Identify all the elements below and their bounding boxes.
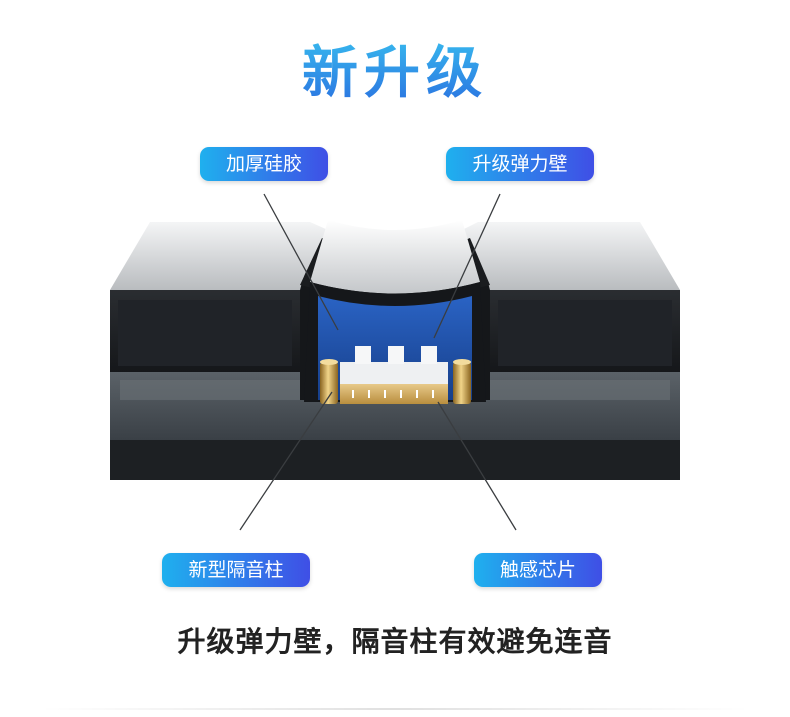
footer-caption: 升级弹力壁，隔音柱有效避免连音	[177, 625, 613, 658]
sound-insulation-pillars	[320, 359, 471, 404]
touch-chip	[340, 346, 448, 404]
page-title: 新升级	[0, 28, 790, 109]
label-thick-silicone: 加厚硅胶	[200, 147, 328, 181]
bottom-divider	[40, 708, 750, 710]
right-key	[462, 222, 680, 372]
pointer-lines	[239, 193, 517, 531]
label-elastic-wall: 升级弹力壁	[446, 147, 594, 181]
left-key	[110, 222, 328, 372]
label-touch-chip: 触感芯片	[474, 553, 602, 587]
label-insulation-pillar: 新型隔音柱	[162, 553, 310, 587]
base-slab	[110, 372, 680, 480]
